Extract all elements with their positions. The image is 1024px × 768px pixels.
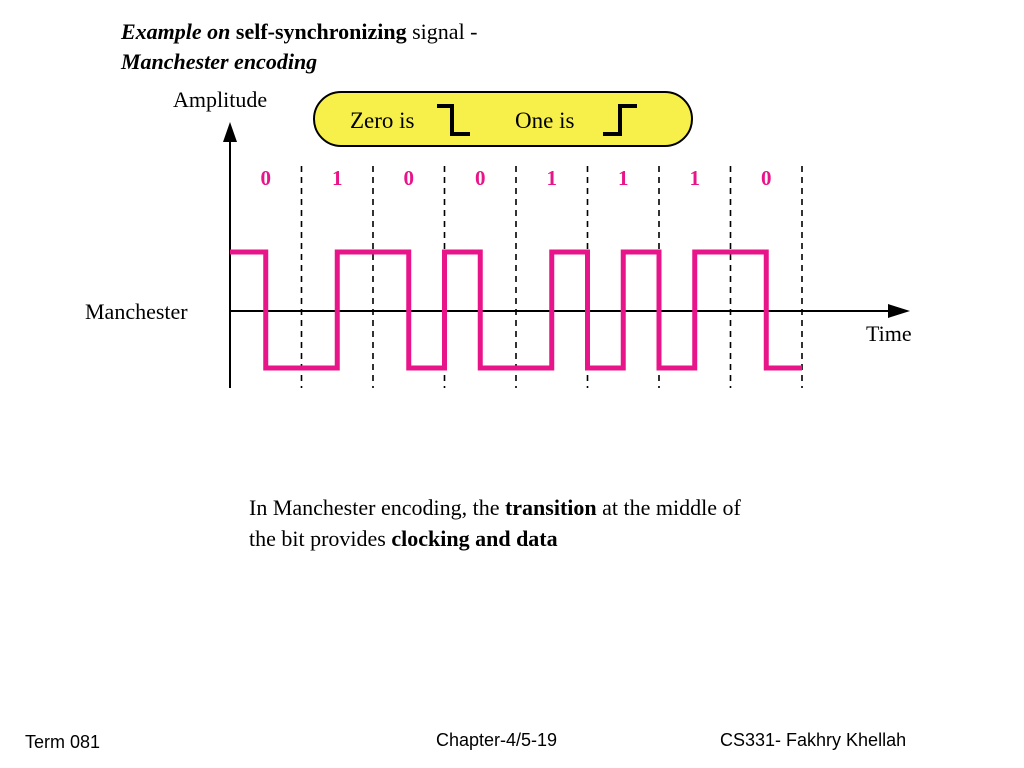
- x-axis-label: Time: [866, 321, 912, 346]
- footer-chapter: Chapter-4/5-19: [436, 730, 558, 750]
- legend-zero-label: Zero is: [350, 108, 415, 133]
- legend-box: [313, 91, 693, 147]
- bit-label: 0: [404, 166, 415, 190]
- caption-text-2: at the middle of the bit provides: [249, 495, 741, 551]
- slide-title: Example on self-synchronizing signal - M…: [121, 17, 641, 77]
- caption-bold-2: clocking and data: [391, 526, 558, 551]
- caption-bold-1: transition: [504, 495, 597, 520]
- x-axis-arrow-icon: [888, 304, 910, 318]
- bit-label: 1: [547, 166, 558, 190]
- title-subtitle: Manchester encoding: [121, 49, 318, 74]
- bit-label: 1: [618, 166, 629, 190]
- bit-label: 0: [475, 166, 486, 190]
- bit-label: 0: [261, 166, 272, 190]
- legend-one-label: One is: [515, 108, 574, 133]
- y-axis-arrow-icon: [223, 122, 237, 142]
- footer-course: CS331- Fakhry Khellah: [720, 730, 907, 750]
- caption: In Manchester encoding, the transition a…: [249, 492, 769, 554]
- caption-text-1: In Manchester encoding, the: [249, 495, 500, 520]
- signal-label: Manchester: [85, 299, 188, 324]
- manchester-signal: [230, 249, 802, 371]
- title-bold-part: self-synchronizing: [235, 19, 407, 44]
- one-transition-icon: [603, 104, 637, 136]
- bit-labels: 0 1 0 0 1 1 1 0: [261, 166, 772, 190]
- bit-label: 1: [690, 166, 701, 190]
- bit-label: 1: [332, 166, 343, 190]
- title-plain-part: signal -: [412, 19, 478, 44]
- zero-transition-icon: [437, 104, 470, 136]
- footer-term: Term 081: [25, 732, 101, 752]
- bit-label: 0: [761, 166, 772, 190]
- title-italic-part: Example on: [121, 19, 231, 44]
- y-axis-label: Amplitude: [173, 87, 267, 112]
